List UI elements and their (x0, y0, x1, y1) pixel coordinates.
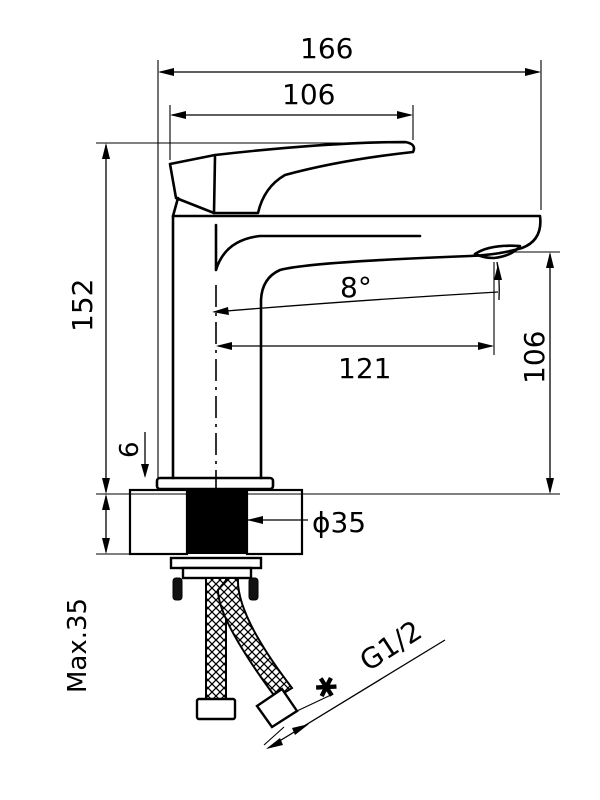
spout-outlet (473, 244, 522, 260)
dimension-spout-angle (212, 261, 502, 315)
mounting-hardware (169, 556, 263, 601)
label-body-diameter: ϕ35 (312, 506, 366, 539)
dimension-spout-reach (216, 262, 495, 355)
lever-handle (168, 140, 416, 218)
label-connection-thread: G1/2 (354, 614, 428, 678)
label-spout-height: 106 (518, 331, 551, 384)
dimension-connection-thread (263, 639, 446, 749)
dimension-spout-height (300, 251, 560, 495)
label-spout-reach: 121 (338, 352, 391, 385)
dimension-total-height (96, 142, 410, 495)
dimension-lever-length (169, 105, 414, 160)
label-total-height: 152 (66, 279, 99, 332)
label-lever-length: 106 (282, 78, 335, 111)
label-base-thickness: 6 (115, 441, 145, 458)
faucet-body (171, 214, 542, 480)
dimension-base-thickness (141, 432, 149, 478)
dimension-overall-length (157, 60, 542, 478)
supply-hoses (195, 577, 299, 729)
dimension-max-counter (96, 494, 130, 555)
counter-top-section (128, 488, 304, 556)
base-flange (155, 476, 275, 491)
label-max-counter: Max.35 (63, 598, 93, 693)
thread-mark-icon: ✱ (308, 667, 346, 707)
label-overall-length: 166 (300, 32, 353, 65)
dimension-body-diameter-leader (247, 516, 308, 524)
label-spout-angle: 8° (340, 271, 372, 304)
